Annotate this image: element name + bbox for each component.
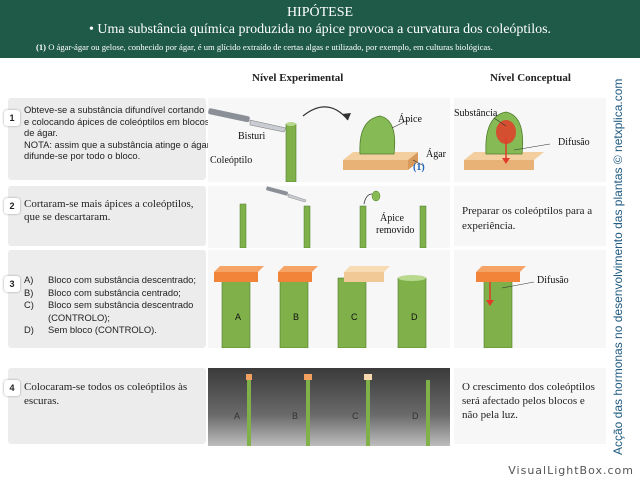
step-2-experiment-illustration	[208, 186, 450, 248]
step-2-text-cell	[8, 186, 206, 246]
cut-coleoptile-4	[419, 205, 427, 248]
step-1-note: NOTA: assim que a substância atinge o ág…	[24, 138, 210, 162]
step-4-experiment-illustration	[208, 368, 450, 446]
stem-d	[426, 380, 430, 446]
cut-coleoptile-1	[239, 203, 247, 248]
step-number-3: 3	[4, 276, 20, 292]
letter-c-dark: C	[352, 411, 359, 421]
concept-coleoptile	[483, 277, 513, 348]
agar-block-b	[278, 272, 312, 282]
step-3-options-list: A)Bloco com substância descentrado; B)Bl…	[24, 274, 214, 337]
hypothesis-statement: • Uma substância química produzida no áp…	[88, 22, 552, 37]
agar-block-a	[214, 272, 258, 282]
coleoptile-a	[221, 277, 251, 348]
agar-footnote: (1) O ágar-ágar ou gelose, conhecido por…	[36, 42, 636, 52]
label-apice: Ápice	[398, 114, 422, 125]
step-row-4: 4 Colocaram-se todos os coleóptilos às e…	[4, 368, 608, 446]
label-difusao-3: Difusão	[537, 275, 569, 286]
cut-coleoptile-2	[303, 205, 311, 248]
concept-agar-top	[464, 152, 544, 160]
label-coleoptilo: Coleóptilo	[210, 155, 253, 166]
step-4-concept-text: O crescimento dos coleóptilos será afect…	[462, 381, 595, 421]
letter-a: A	[235, 312, 242, 322]
arrow-head	[342, 113, 351, 120]
coleoptile-d	[397, 277, 427, 348]
side-credit-text: Acção das hormonas no desenvolvimento da…	[611, 78, 625, 455]
cut-coleoptile-3	[359, 205, 367, 248]
block-c-small	[364, 374, 372, 380]
concept-agar-block	[476, 272, 520, 282]
step-row-2: 2 Cortaram-se mais ápices a coleóptilos,…	[4, 186, 608, 248]
label-bisturi: Bisturi	[238, 131, 266, 142]
label-apice-removido-1: Ápice	[380, 213, 404, 224]
letter-d-dark: D	[412, 411, 419, 421]
stem-b	[306, 380, 310, 446]
coleoptile-c	[337, 277, 367, 348]
watermark: VisualLightBox.com	[508, 464, 634, 477]
coleoptile-stem	[285, 123, 297, 182]
block-a-small	[246, 374, 252, 380]
concept-agar-block	[464, 160, 534, 170]
removed-apex	[371, 190, 381, 202]
step-2-concept-text: Preparar os coleóptilos para a experiênc…	[462, 205, 593, 232]
page-title: HIPÓTESE	[286, 5, 354, 20]
option-b: B)Bloco com substância centrado;	[24, 286, 181, 298]
footnote-number: (1)	[36, 42, 47, 52]
step-4-text: Colocaram-se todos os coleóptilos às esc…	[24, 381, 188, 407]
step-number-4: 4	[4, 380, 20, 396]
apex-on-agar	[359, 115, 396, 155]
darkness-background	[208, 368, 450, 446]
label-agar-ref: (1)	[413, 162, 425, 173]
letter-c: C	[351, 312, 358, 322]
option-c: C)Bloco sem substância descentrado (CONT…	[24, 299, 194, 323]
letter-a-dark: A	[234, 411, 241, 421]
column-header-conceptual: Nível Conceptual	[490, 72, 571, 84]
step-4-concept-cell: O crescimento dos coleóptilos será afect…	[454, 368, 606, 444]
stem-c	[366, 380, 370, 446]
step-number-1: 1	[4, 110, 20, 126]
step-1-description: Obteve-se a substância difundível cortan…	[24, 104, 210, 138]
step-row-3: 3 A)Bloco com substância descentrado; B)…	[4, 250, 608, 348]
step-1-text-cell	[8, 98, 206, 180]
scalpel-icon	[208, 108, 287, 133]
coleoptile-b	[279, 277, 309, 348]
step-4-text-cell	[8, 368, 206, 444]
stem-a	[247, 380, 251, 446]
label-agar: Ágar	[426, 149, 446, 160]
label-apice-removido-2: removido	[376, 225, 415, 236]
stem-cut-surface	[286, 122, 296, 126]
step-1-concept-illustration	[454, 98, 606, 182]
column-header-experimental: Nível Experimental	[252, 72, 344, 84]
agar-block-c	[344, 272, 384, 282]
step-2-concept-cell: Preparar os coleóptilos para a experiênc…	[454, 186, 606, 246]
step-row-1: 1 Obteve-se a substância difundível cort…	[4, 98, 608, 182]
step-number-2: 2	[4, 198, 20, 214]
letter-b-dark: B	[292, 411, 299, 421]
header-banner: HIPÓTESE • Uma substância química produz…	[0, 0, 640, 58]
agar-block	[343, 160, 408, 170]
step-2-text: Cortaram-se mais ápices a coleóptilos, q…	[24, 198, 194, 223]
step-1-experiment-illustration	[208, 98, 450, 182]
label-difusao: Difusão	[558, 137, 590, 148]
block-b-small	[304, 374, 312, 380]
step-1-text: Obteve-se a substância difundível cortan…	[24, 104, 210, 162]
footnote-text: O ágar-ágar ou gelose, conhecido por ága…	[48, 42, 493, 52]
step-3-text-cell	[8, 250, 206, 348]
step-3-experiment-illustration	[208, 250, 450, 348]
step-3-concept-illustration	[454, 250, 606, 348]
substance-spot	[496, 120, 516, 144]
step-3-text: A)Bloco com substância descentrado; B)Bl…	[24, 274, 214, 337]
letter-b: B	[293, 312, 300, 322]
letter-d: D	[411, 312, 418, 322]
label-substancia: Substância	[454, 108, 498, 119]
option-a: A)Bloco com substância descentrado;	[24, 274, 196, 285]
scalpel-icon	[266, 186, 307, 203]
option-d: D)Sem bloco (CONTROLO).	[24, 324, 157, 335]
